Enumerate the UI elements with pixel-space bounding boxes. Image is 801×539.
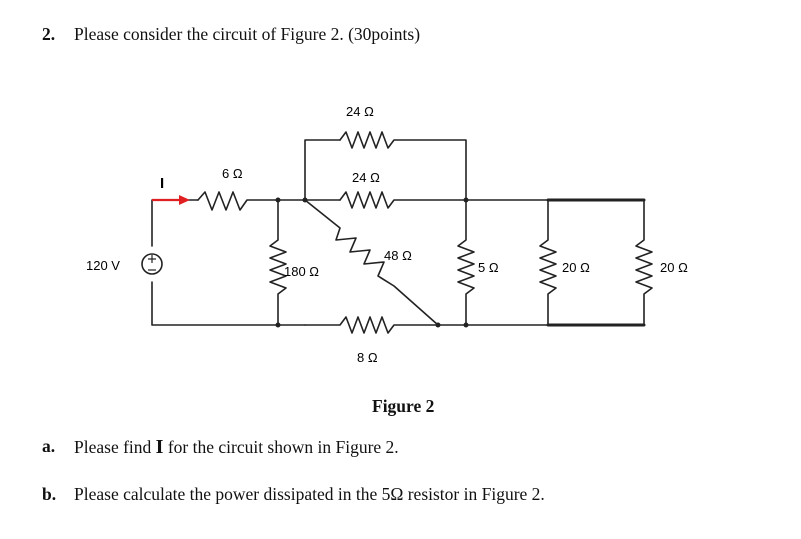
part-a-text-before: Please find (74, 437, 156, 457)
resistor-48 (304, 199, 439, 326)
question-number: 2. (42, 24, 56, 44)
label-r48: 48 Ω (384, 248, 412, 263)
label-r180: 180 Ω (284, 264, 319, 279)
label-r5: 5 Ω (478, 260, 499, 275)
question-text: Please consider the circuit of Figure 2.… (74, 24, 421, 44)
label-r6: 6 Ω (222, 166, 243, 181)
label-source: 120 V (86, 258, 120, 273)
part-b-label: b. (42, 484, 57, 504)
resistor-5 (457, 199, 475, 326)
resistor-24-top (339, 131, 467, 201)
label-r8: 8 Ω (357, 350, 378, 365)
part-a-label: a. (42, 436, 56, 456)
part-a-bold-i: I (155, 436, 164, 458)
label-r20-a: 20 Ω (562, 260, 590, 275)
voltage-source (141, 253, 163, 275)
resistor-6 (197, 191, 279, 211)
wire-top-branch-left (304, 139, 341, 201)
wire-bottom-left (151, 281, 306, 326)
current-arrow-icon (152, 195, 190, 205)
resistor-8 (304, 316, 439, 334)
resistor-180 (269, 199, 287, 326)
resistor-24-mid (339, 191, 467, 209)
part-b-text: Please calculate the power dissipated in… (74, 484, 545, 504)
wire-left-top (151, 199, 199, 247)
label-r24-mid: 24 Ω (352, 170, 380, 185)
resistor-20-b (635, 199, 653, 326)
part-a-text-after: for the circuit shown in Figure 2. (163, 437, 399, 457)
figure-caption: Figure 2 (372, 396, 435, 416)
label-r20-b: 20 Ω (660, 260, 688, 275)
label-r24-top: 24 Ω (346, 104, 374, 119)
current-label: I (160, 175, 164, 192)
part-a-text: Please find I for the circuit shown in F… (74, 436, 399, 459)
resistor-20-a (539, 199, 557, 326)
